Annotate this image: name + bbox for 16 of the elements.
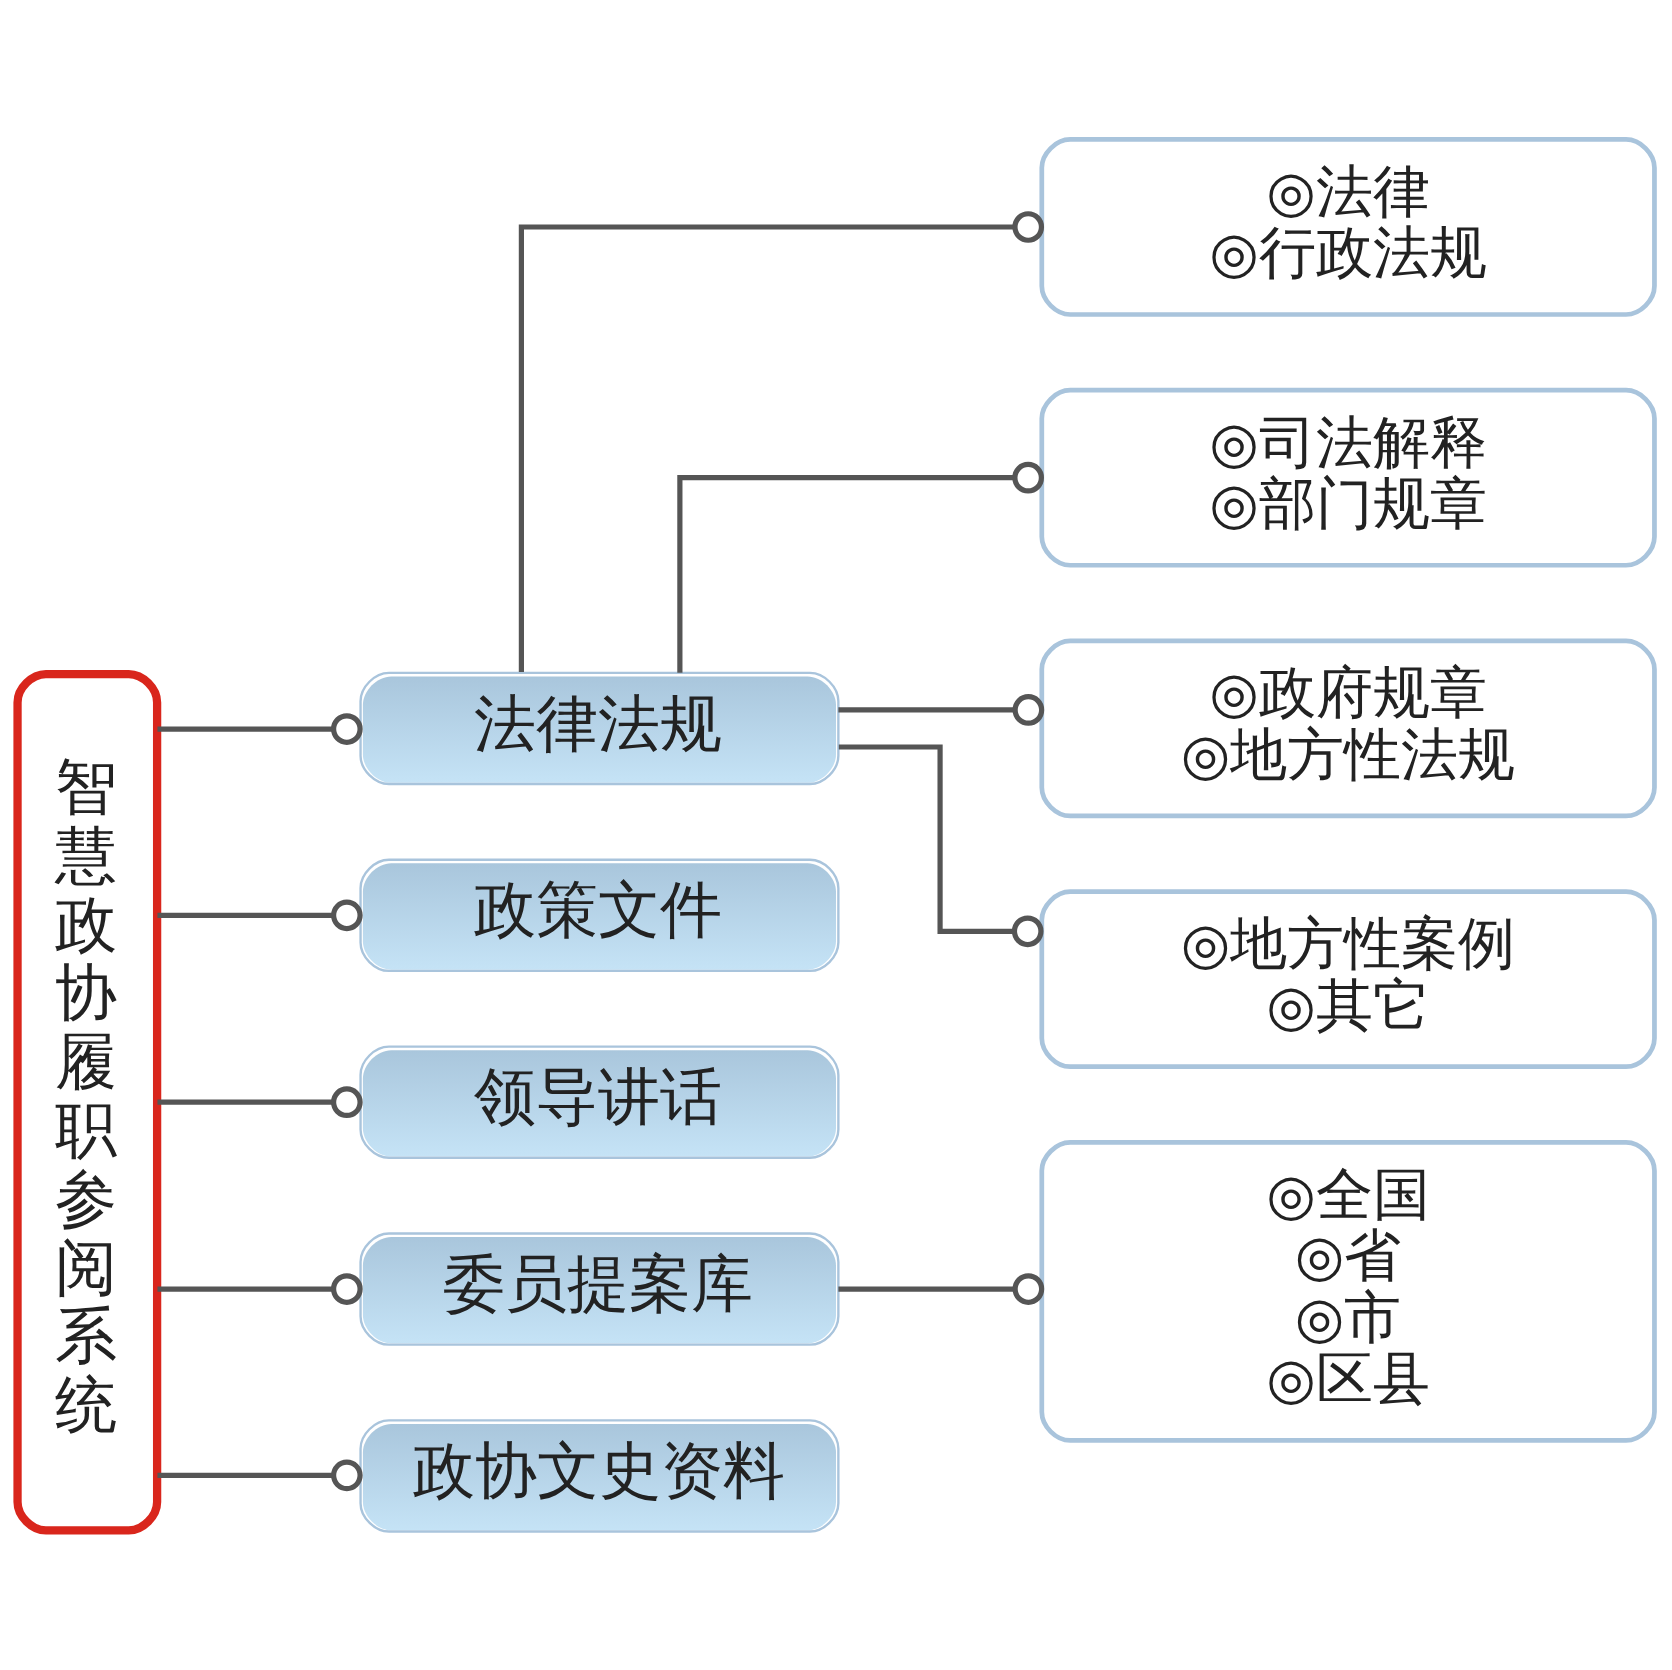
connector — [157, 1272, 363, 1305]
connector — [838, 693, 1045, 726]
node-box: ◎全国 ◎省 ◎市 ◎区县 — [1039, 1139, 1657, 1443]
connector — [677, 461, 1044, 673]
connector — [518, 210, 1045, 672]
connector — [157, 1085, 363, 1118]
connector — [838, 1272, 1045, 1305]
node-box: 智慧政协履职参阅系统 — [13, 669, 162, 1534]
node-box: ◎地方性案例 ◎其它 — [1039, 888, 1657, 1069]
connector — [157, 712, 363, 745]
connector — [838, 743, 1044, 947]
node-box: ◎司法解释 ◎部门规章 — [1039, 387, 1657, 568]
node-box: ◎法律 ◎行政法规 — [1039, 136, 1657, 317]
node-box: ◎政府规章 ◎地方性法规 — [1039, 638, 1657, 818]
connector — [157, 1459, 363, 1491]
connector — [157, 899, 363, 931]
